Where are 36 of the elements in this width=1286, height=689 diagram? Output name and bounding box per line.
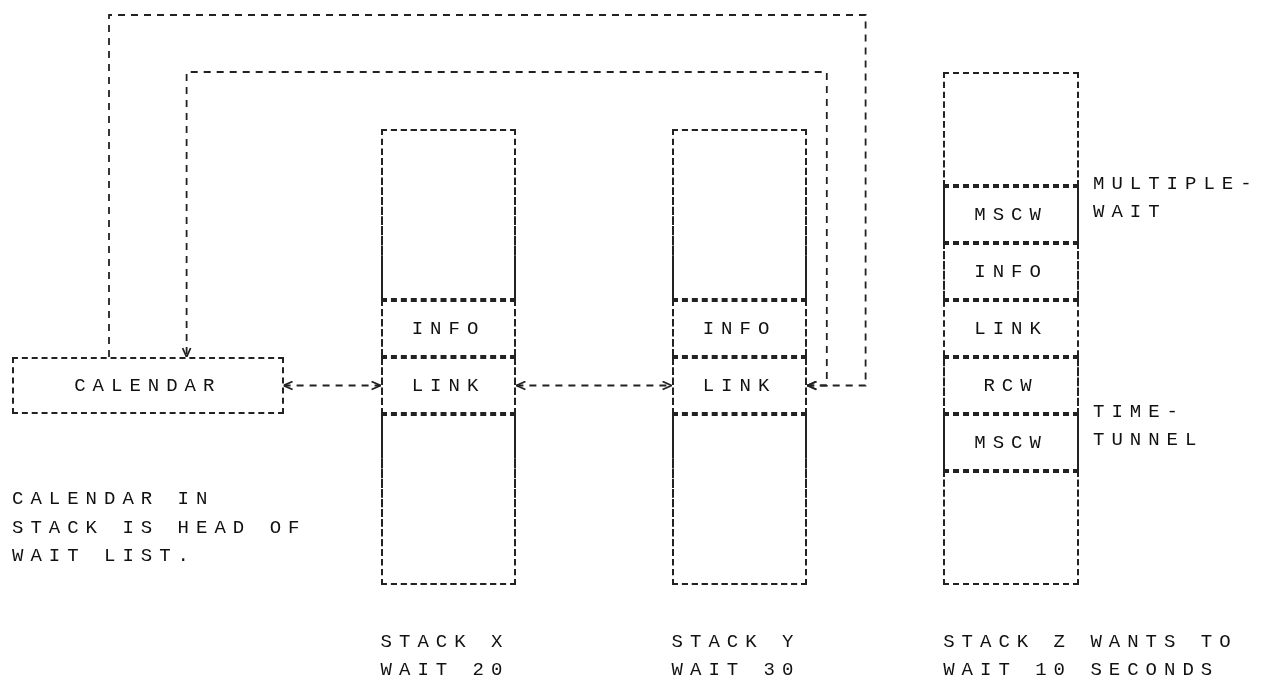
calendar-box bbox=[12, 357, 284, 414]
stack-cell bbox=[943, 300, 1079, 357]
stack-frame bbox=[380, 129, 517, 585]
note-text: CALENDAR IN STACK IS HEAD OF WAIT LIST. bbox=[12, 487, 308, 570]
stack-cell bbox=[671, 129, 808, 300]
side-note: TIME- TUNNEL bbox=[1093, 399, 1204, 454]
stack-cell bbox=[380, 414, 517, 585]
side-note: MULTIPLE- WAIT bbox=[1093, 171, 1259, 226]
cell-label: LINK bbox=[974, 317, 1048, 340]
cell-label: MSCW bbox=[974, 203, 1048, 226]
connector-arrow bbox=[515, 380, 673, 391]
stack-cell bbox=[943, 243, 1079, 300]
stack-cell bbox=[671, 300, 808, 357]
cell-label: LINK bbox=[702, 374, 777, 397]
side-note: STACK Y WAIT 30 bbox=[671, 629, 802, 684]
connector-arrow bbox=[282, 380, 382, 391]
stack-cell bbox=[671, 414, 808, 585]
stack-cell bbox=[380, 129, 517, 300]
stack-frame bbox=[943, 72, 1079, 585]
stack-frame bbox=[671, 129, 808, 585]
stack-cell bbox=[943, 357, 1079, 414]
cell-label: INFO bbox=[411, 317, 486, 340]
stack-cell bbox=[943, 186, 1079, 243]
stack-cell bbox=[380, 357, 517, 414]
stack-cell bbox=[943, 414, 1079, 471]
cell-label: LINK bbox=[411, 374, 486, 397]
cell-label: CALENDAR bbox=[74, 374, 222, 397]
side-note: STACK Z WANTS TO WAIT 10 SECONDS bbox=[943, 629, 1239, 684]
cell-label: MSCW bbox=[974, 431, 1048, 454]
cell-label: RCW bbox=[983, 374, 1039, 397]
stack-cell bbox=[380, 300, 517, 357]
connector-arrow bbox=[181, 71, 828, 391]
cell-label: INFO bbox=[974, 260, 1048, 283]
side-note: STACK X WAIT 20 bbox=[380, 629, 511, 684]
cell-label: INFO bbox=[702, 317, 777, 340]
stack-cell bbox=[671, 357, 808, 414]
